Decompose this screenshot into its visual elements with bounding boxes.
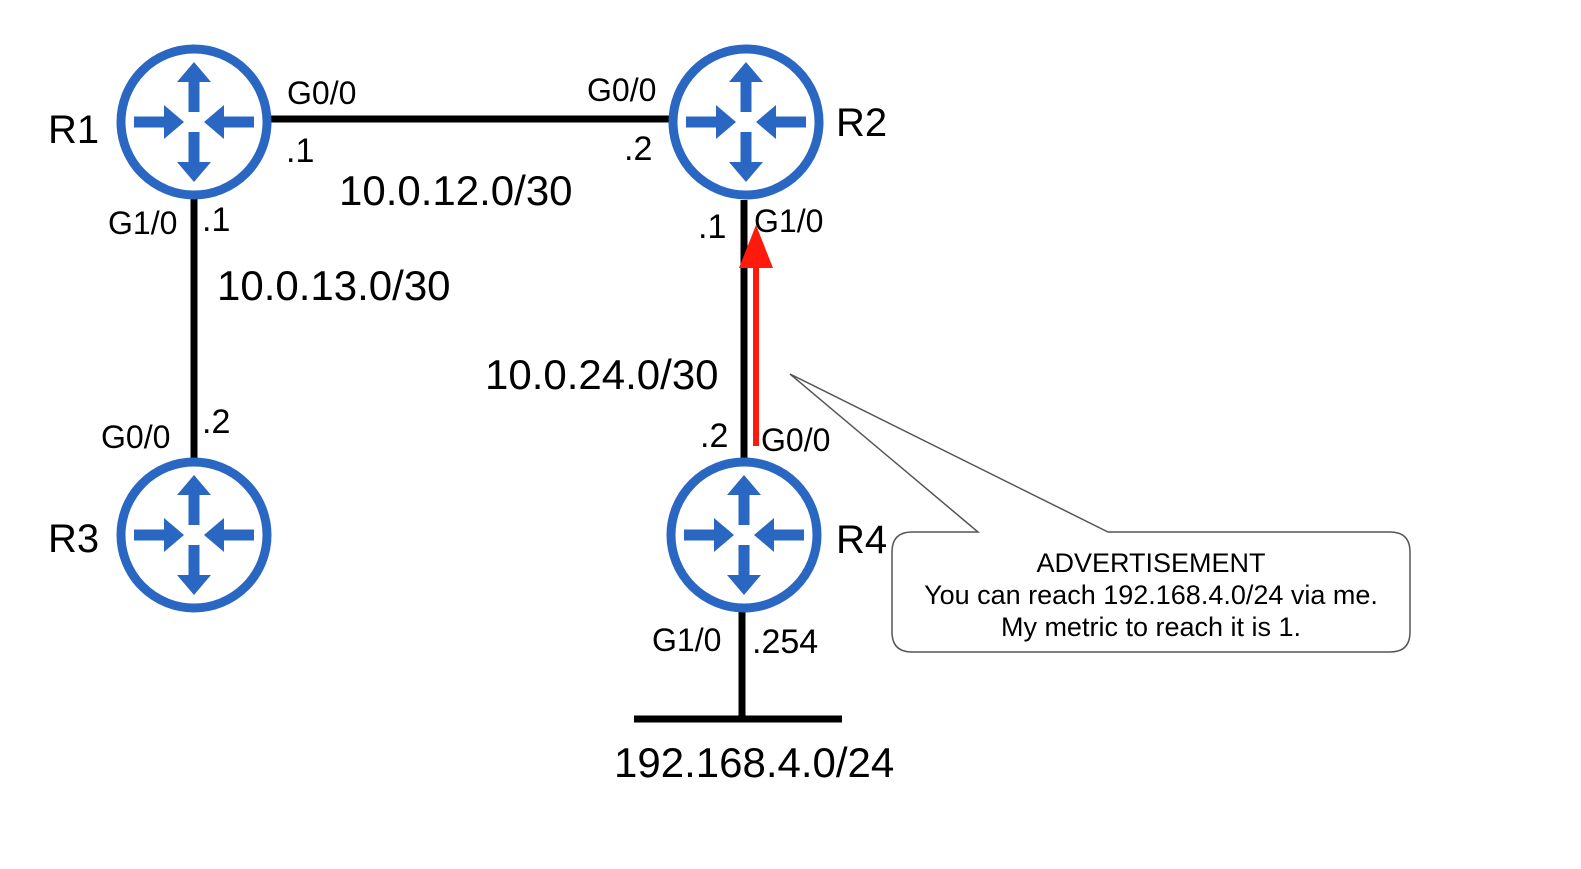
router-r3 bbox=[121, 462, 267, 608]
router-r2 bbox=[673, 49, 819, 195]
r2-g10-host: .1 bbox=[698, 208, 726, 246]
r1-g10-label: G1/0 bbox=[108, 205, 177, 241]
router-r2-name: R2 bbox=[836, 101, 887, 145]
r1-g00-host: .1 bbox=[286, 132, 314, 170]
r4-g00-label: G0/0 bbox=[761, 422, 830, 458]
router-r1-name: R1 bbox=[48, 108, 99, 152]
network-10-0-12: 10.0.12.0/30 bbox=[339, 167, 573, 214]
advertisement-arrow bbox=[739, 225, 773, 446]
r4-g10-label: G1/0 bbox=[652, 622, 721, 658]
advertisement-title: ADVERTISEMENT bbox=[1036, 548, 1265, 578]
advertisement-line-2: My metric to reach it is 1. bbox=[1001, 612, 1301, 642]
network-10-0-13: 10.0.13.0/30 bbox=[217, 262, 451, 309]
r4-g00-host: .2 bbox=[700, 417, 728, 455]
network-192-168-4: 192.168.4.0/24 bbox=[614, 739, 894, 786]
router-r4 bbox=[671, 462, 817, 608]
r2-g10-label: G1/0 bbox=[754, 203, 823, 239]
network-10-0-24: 10.0.24.0/30 bbox=[485, 351, 719, 398]
router-r3-name: R3 bbox=[48, 517, 99, 561]
router-icon bbox=[671, 462, 817, 608]
router-icon bbox=[121, 49, 267, 195]
router-r1 bbox=[121, 49, 267, 195]
r1-g10-host: .1 bbox=[202, 201, 230, 239]
r1-g00-label: G0/0 bbox=[287, 75, 356, 111]
advertisement-callout: ADVERTISEMENT You can reach 192.168.4.0/… bbox=[789, 373, 1411, 653]
r2-g00-label: G0/0 bbox=[587, 72, 656, 108]
r2-g00-host: .2 bbox=[624, 130, 652, 168]
r3-g00-label: G0/0 bbox=[101, 419, 170, 455]
r4-g10-host: .254 bbox=[752, 623, 818, 661]
advertisement-line-1: You can reach 192.168.4.0/24 via me. bbox=[924, 580, 1378, 610]
router-icon bbox=[121, 462, 267, 608]
r3-g00-host: .2 bbox=[202, 403, 230, 441]
router-r4-name: R4 bbox=[836, 518, 887, 562]
router-icon bbox=[673, 49, 819, 195]
